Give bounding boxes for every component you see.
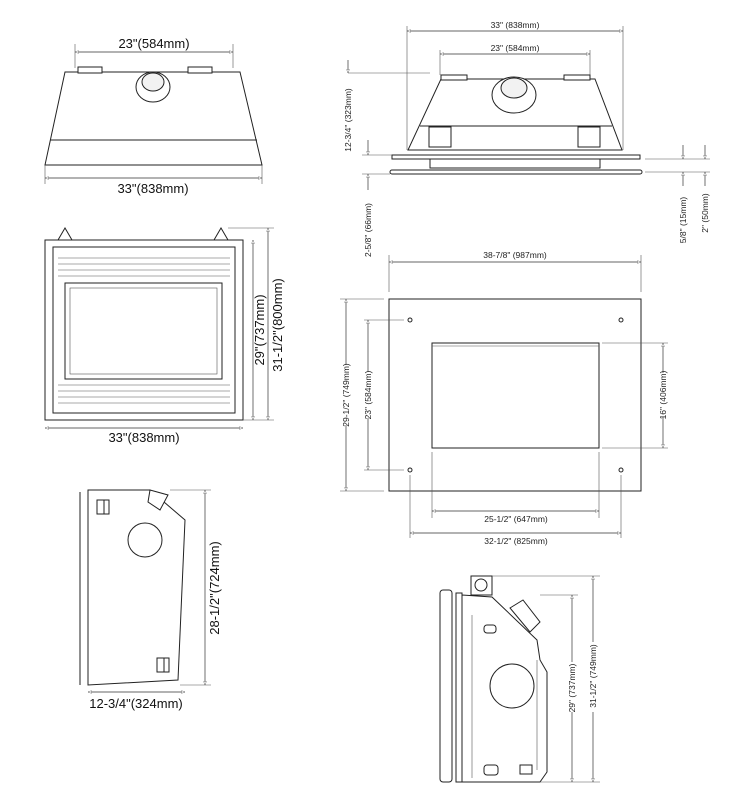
dimension-label: 16" (406mm) [658, 370, 668, 419]
dimension-label: 31-1/2"(800mm) [270, 278, 285, 371]
dimension-label: 28-1/2"(724mm) [207, 541, 222, 634]
side-view-left: 28-1/2"(724mm) 12-3/4"(324mm) [79, 489, 222, 711]
front-view: 29"(737mm) 31-1/2"(800mm) 33"(838mm) [44, 227, 285, 445]
vent-knockout [127, 522, 163, 558]
dimension-label: 33"(838mm) [117, 181, 188, 196]
dimension-label: 31-1/2" (749mm) [588, 644, 598, 708]
dimension-label: 29" (737mm) [567, 663, 577, 712]
faceplate-view: 38-7/8" (987mm) 29-1/2" (749mm) 23" (584… [340, 250, 668, 546]
glass-opening [64, 282, 223, 380]
mounting-holes [407, 317, 624, 473]
dimension-label: 12-3/4" (323mm) [343, 88, 353, 152]
dimension-label: 29-1/2" (749mm) [341, 363, 351, 427]
dimension-label: 12-3/4"(324mm) [89, 696, 182, 711]
dimension-label: 32-1/2" (825mm) [484, 536, 548, 546]
bottom-louver [58, 384, 230, 404]
firebox-top-outline [407, 78, 623, 151]
dimension-label: 23" (584mm) [363, 370, 373, 419]
dimension-label: 25-1/2" (647mm) [484, 514, 548, 524]
faceplate-opening [431, 342, 600, 449]
dimension-label: 33" (838mm) [491, 20, 540, 30]
top-view-left: 23"(584mm) 33"(838mm) [44, 36, 263, 196]
dimension-label: 33"(838mm) [108, 430, 179, 445]
top-louver [58, 257, 230, 277]
dimension-label: 5/8" (15mm) [678, 197, 688, 244]
vent-knockout [489, 663, 535, 709]
side-body [87, 489, 186, 686]
dimension-label: 2" (50mm) [700, 193, 710, 233]
dimension-label: 38-7/8" (987mm) [483, 250, 547, 260]
dimension-label: 23" (584mm) [491, 43, 540, 53]
side-view-right: 29" (737mm) 31-1/2" (749mm) [439, 575, 600, 783]
faceplate-edge [439, 589, 453, 783]
top-view-right: 33" (838mm) 23" (584mm) 12-3/4" (323mm) … [343, 20, 710, 257]
dimension-label: 23"(584mm) [118, 36, 189, 51]
dimension-label: 29"(737mm) [252, 294, 267, 365]
dimension-label: 2-5/8" (66mm) [363, 203, 373, 257]
